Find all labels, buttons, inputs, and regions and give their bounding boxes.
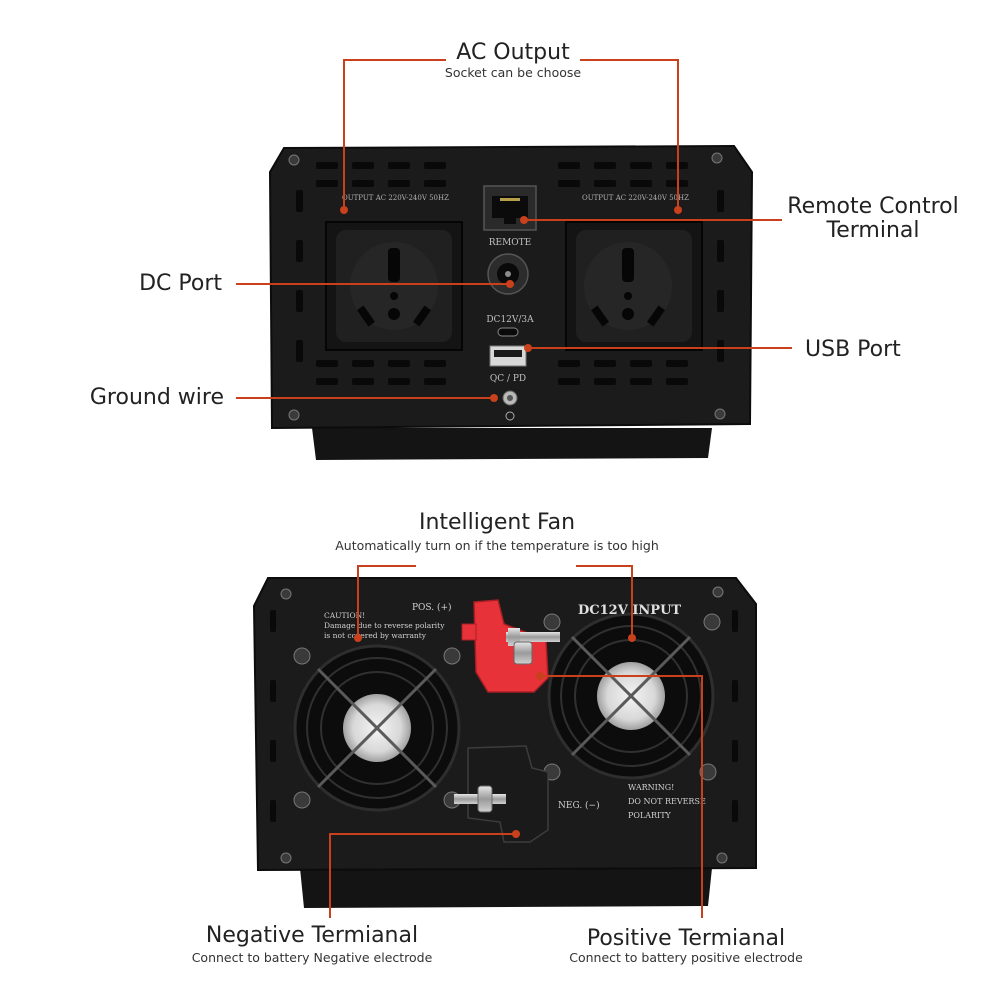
ground-terminal xyxy=(502,390,518,421)
dc-barrel-port xyxy=(487,253,529,295)
panel-text-warning-3: POLARITY xyxy=(628,811,672,820)
callout-negative-title: Negative Termianal xyxy=(205,923,419,948)
leader-fan-right xyxy=(576,565,633,638)
callout-positive-title: Positive Termianal xyxy=(586,926,786,951)
callout-fan-subtitle: Automatically turn on if the temperature… xyxy=(335,538,659,553)
panel-text-neg: NEG. (−) xyxy=(558,800,600,811)
callout-ground-wire: Ground wire xyxy=(89,385,224,410)
panel-text-caution-1: CAUTION! xyxy=(324,611,365,620)
leader-ac-output-left xyxy=(343,59,446,210)
panel-text-remote: REMOTE xyxy=(489,238,532,248)
rear-panel-foot xyxy=(300,868,712,908)
callout-dots xyxy=(340,206,682,838)
panel-text-output-left: OUTPUT AC 220V-240V 50HZ xyxy=(342,194,449,202)
usb-ports xyxy=(489,327,527,367)
front-panel-screws xyxy=(288,152,726,421)
negative-terminal xyxy=(454,745,549,843)
panel-text-pos: POS. (+) xyxy=(412,602,452,613)
inverter-front-panel xyxy=(268,144,754,460)
callout-fan-title: Intelligent Fan xyxy=(418,510,576,535)
panel-text-qcpd: QC / PD xyxy=(490,374,526,384)
callout-remote-line1: Remote Control xyxy=(787,194,959,219)
callout-remote-line2: Terminal xyxy=(826,218,920,243)
callout-negative-subtitle: Connect to battery Negative electrode xyxy=(191,950,433,965)
rear-vent-slots xyxy=(270,610,738,822)
front-vent-slots xyxy=(296,162,724,385)
panel-text-caution-3: is not covered by warranty xyxy=(324,631,427,640)
panel-text-output-right: OUTPUT AC 220V-240V 50HZ xyxy=(582,194,689,202)
panel-text-warning-1: WARNING! xyxy=(628,783,674,792)
callout-positive-subtitle: Connect to battery positive electrode xyxy=(569,950,803,965)
leader-fan-left xyxy=(357,565,416,638)
callout-dc-port: DC Port xyxy=(139,271,222,296)
remote-control-jack xyxy=(483,185,537,231)
cooling-fan-left xyxy=(293,644,461,812)
leader-ac-output-right xyxy=(580,59,679,210)
front-panel-foot xyxy=(312,428,712,460)
callout-usb-port: USB Port xyxy=(805,337,901,362)
leader-negative xyxy=(329,833,516,918)
cooling-fan-right xyxy=(547,612,715,780)
panel-text-dc: DC12V/3A xyxy=(486,315,534,325)
ac-socket-left xyxy=(325,221,463,351)
panel-text-warning-2: DO NOT REVERSE xyxy=(628,797,706,806)
panel-text-caution-2: Damage due to reverse polarity xyxy=(324,621,445,630)
panel-text-dc-input: DC12V INPUT xyxy=(578,603,681,618)
callout-ac-output-subtitle: Socket can be choose xyxy=(444,65,582,80)
positive-terminal xyxy=(461,599,560,693)
leader-positive xyxy=(540,675,703,918)
callout-leader-lines xyxy=(236,59,792,918)
ac-socket-right xyxy=(565,221,703,351)
inverter-rear-panel xyxy=(252,577,757,908)
callout-ac-output-title: AC Output xyxy=(456,40,570,65)
